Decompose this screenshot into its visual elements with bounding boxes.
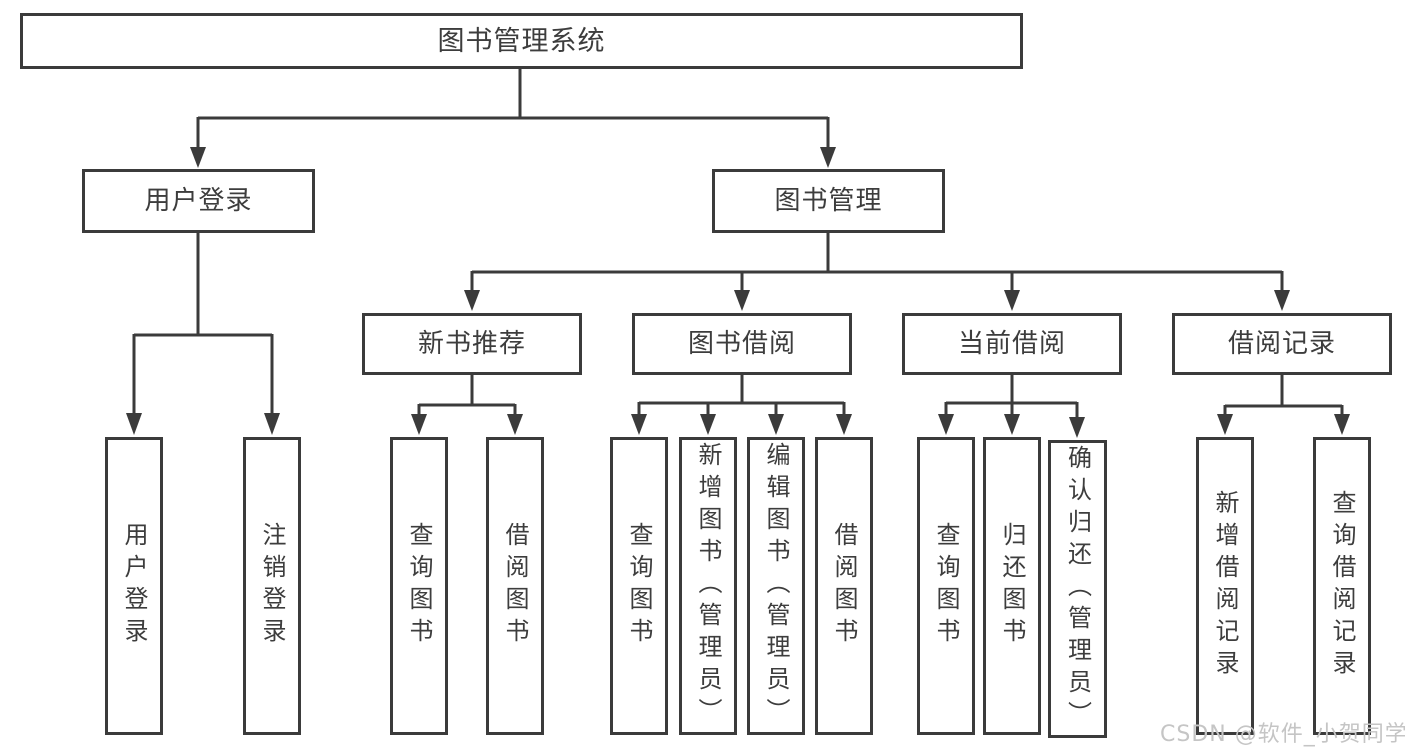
leaf-query-books-current: 查询图书 xyxy=(917,437,975,735)
leaf-confirm-return-admin: 确认归还（管理员） xyxy=(1048,440,1107,738)
node-borrowing-records: 借阅记录 xyxy=(1172,313,1392,375)
node-label: 查询图书 xyxy=(625,522,653,650)
leaf-user-login: 用户登录 xyxy=(105,437,163,735)
node-label: 借阅记录 xyxy=(1227,329,1336,359)
node-label: 注销登录 xyxy=(258,522,286,650)
node-label: 新增图书（管理员） xyxy=(694,442,722,730)
node-label: 编辑图书（管理员） xyxy=(762,442,790,730)
leaf-query-books-borrowing: 查询图书 xyxy=(610,437,668,735)
csdn-watermark: CSDN @软件_小贺同学 xyxy=(1160,722,1405,747)
node-label: 借阅图书 xyxy=(830,522,858,650)
node-label: 查询借阅记录 xyxy=(1328,490,1356,682)
node-book-management-branch: 图书管理 xyxy=(712,169,945,233)
node-label: 查询图书 xyxy=(932,522,960,650)
node-label: 当前借阅 xyxy=(957,329,1066,359)
node-current-borrowing: 当前借阅 xyxy=(902,313,1122,375)
leaf-borrow-books-recommend: 借阅图书 xyxy=(486,437,544,735)
node-library-management-system: 图书管理系统 xyxy=(20,13,1023,69)
leaf-borrow-books-borrowing: 借阅图书 xyxy=(815,437,873,735)
node-label: 归还图书 xyxy=(998,522,1026,650)
leaf-add-book-admin: 新增图书（管理员） xyxy=(679,437,737,735)
node-label: 确认归还（管理员） xyxy=(1063,445,1092,733)
node-label: 新书推荐 xyxy=(417,329,526,359)
node-label: 图书管理 xyxy=(774,186,883,216)
node-label: 用户登录 xyxy=(144,186,253,216)
node-label: 查询图书 xyxy=(405,522,433,650)
node-label: 借阅图书 xyxy=(501,522,529,650)
leaf-query-books-recommend: 查询图书 xyxy=(390,437,448,735)
leaf-return-books: 归还图书 xyxy=(983,437,1041,735)
node-label: 用户登录 xyxy=(120,522,148,650)
node-label: 新增借阅记录 xyxy=(1211,490,1239,682)
node-user-login-branch: 用户登录 xyxy=(82,169,315,233)
leaf-query-borrow-record: 查询借阅记录 xyxy=(1313,437,1371,735)
leaf-logout: 注销登录 xyxy=(243,437,301,735)
node-book-borrowing: 图书借阅 xyxy=(632,313,852,375)
leaf-edit-book-admin: 编辑图书（管理员） xyxy=(747,437,805,735)
node-label: 图书借阅 xyxy=(687,329,796,359)
leaf-add-borrow-record: 新增借阅记录 xyxy=(1196,437,1254,735)
node-new-book-recommendation: 新书推荐 xyxy=(362,313,582,375)
node-label: 图书管理系统 xyxy=(437,25,606,57)
